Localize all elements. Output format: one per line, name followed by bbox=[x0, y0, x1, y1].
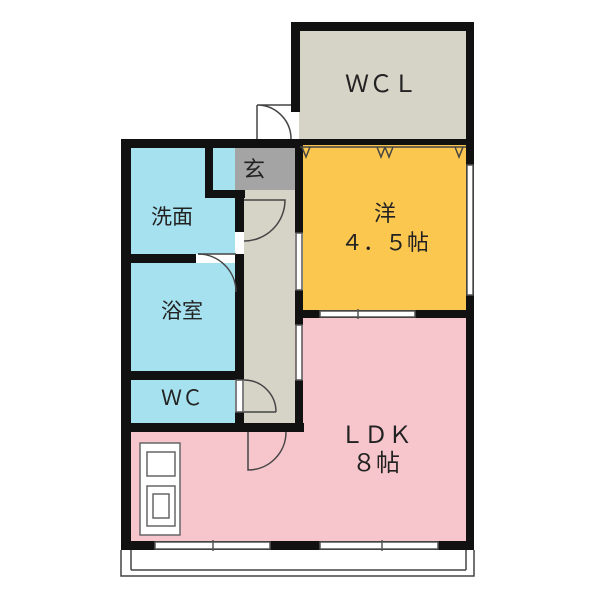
window-yo-right bbox=[466, 164, 474, 296]
window-hall-right-lower bbox=[295, 324, 303, 381]
label-yo-line2: ４．５帖 bbox=[341, 231, 429, 256]
door-senmen bbox=[243, 199, 286, 242]
label-genkan: 玄 bbox=[243, 158, 265, 183]
door-ldk bbox=[247, 431, 287, 471]
kitchen-unit bbox=[139, 442, 181, 536]
door-wc bbox=[243, 379, 277, 413]
kitchen-counter bbox=[139, 442, 181, 536]
kitchen-stove bbox=[146, 485, 176, 527]
label-ldk-line2: ８帖 bbox=[352, 449, 400, 477]
window-ticks bbox=[212, 309, 383, 551]
door-entrance bbox=[256, 104, 292, 140]
window-ldk-bottom-right bbox=[319, 541, 439, 550]
room-wcl bbox=[299, 30, 466, 139]
label-senmen: 洗面 bbox=[151, 205, 193, 229]
window-yo-bottom bbox=[319, 310, 416, 318]
kitchen-sink bbox=[146, 451, 176, 477]
label-yo-line1: 洋 bbox=[374, 202, 396, 227]
label-wcl: ＷＣＬ bbox=[345, 70, 417, 98]
room-senmen bbox=[131, 148, 235, 254]
room-yo bbox=[303, 143, 466, 310]
window-hall-right-upper bbox=[295, 232, 303, 291]
doors bbox=[197, 104, 292, 471]
balcony-rail bbox=[120, 550, 475, 577]
label-wc: ＷＣ bbox=[161, 386, 203, 410]
label-ldk-line1: ＬＤＫ bbox=[340, 421, 412, 449]
hallway-cover bbox=[244, 318, 295, 423]
closet-door-marks bbox=[300, 146, 466, 160]
label-yokushitsu: 浴室 bbox=[161, 299, 203, 323]
window-wc-right bbox=[235, 379, 244, 413]
room-yokushitsu-cover bbox=[131, 318, 235, 371]
room-wc-cover bbox=[131, 380, 235, 423]
